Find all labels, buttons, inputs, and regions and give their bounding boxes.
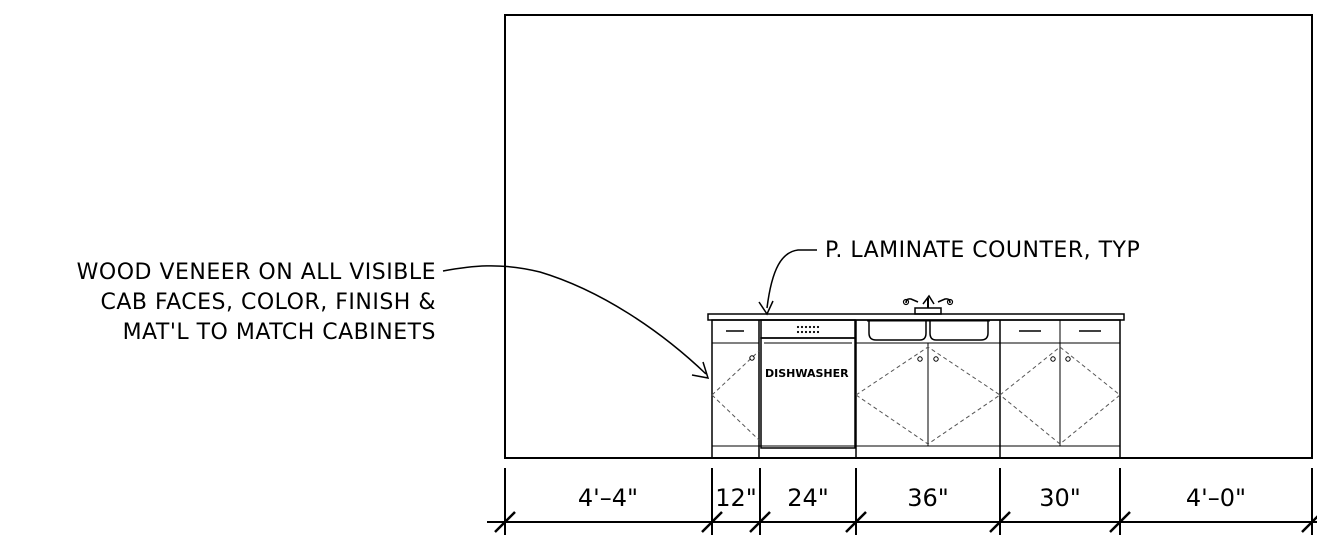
veneer-leader bbox=[442, 265, 707, 375]
dishwasher-control-dots bbox=[796, 325, 820, 334]
dimension-tick bbox=[1109, 511, 1131, 533]
counter-note: P. LAMINATE COUNTER, TYP bbox=[825, 238, 1140, 263]
dimension-tick bbox=[1301, 515, 1317, 533]
veneer-note-line-3: MAT'L TO MATCH CABINETS bbox=[123, 320, 436, 345]
dimension-tick bbox=[701, 511, 723, 533]
dimension-tick bbox=[494, 511, 516, 533]
dimension-tick bbox=[989, 511, 1011, 533]
dimension-tick bbox=[749, 511, 771, 533]
base-cabinet-30in bbox=[999, 320, 1121, 446]
dim-label-24in: 24" bbox=[787, 484, 829, 512]
dimension-string: 4'–4" 12" 24" 36" 30" 4'–0" bbox=[487, 468, 1317, 535]
dim-label-12in: 12" bbox=[715, 484, 757, 512]
dimension-tick bbox=[845, 511, 867, 533]
dishwasher: DISHWASHER bbox=[760, 319, 856, 449]
dim-label-30in: 30" bbox=[1039, 484, 1081, 512]
dim-label-4ft-0in: 4'–0" bbox=[1186, 484, 1246, 512]
cabinet-12in bbox=[711, 320, 760, 458]
faucet-icon bbox=[902, 294, 954, 315]
dim-label-4ft-4in: 4'–4" bbox=[578, 484, 638, 512]
counter-leader bbox=[766, 249, 817, 309]
sink-base-cabinet-36in bbox=[855, 320, 1001, 458]
veneer-note-line-1: WOOD VENEER ON ALL VISIBLE bbox=[77, 260, 436, 285]
wall-outline bbox=[504, 14, 1313, 459]
dishwasher-label: DISHWASHER bbox=[765, 367, 849, 380]
counter-leader-arrowhead bbox=[758, 300, 774, 316]
base-cabinet-run bbox=[711, 319, 1121, 459]
veneer-note-line-2: CAB FACES, COLOR, FINISH & bbox=[101, 290, 437, 315]
sink-bowls bbox=[867, 320, 990, 341]
countertop bbox=[707, 313, 1125, 321]
dim-label-36in: 36" bbox=[907, 484, 949, 512]
veneer-leader-arrowhead bbox=[691, 361, 710, 379]
